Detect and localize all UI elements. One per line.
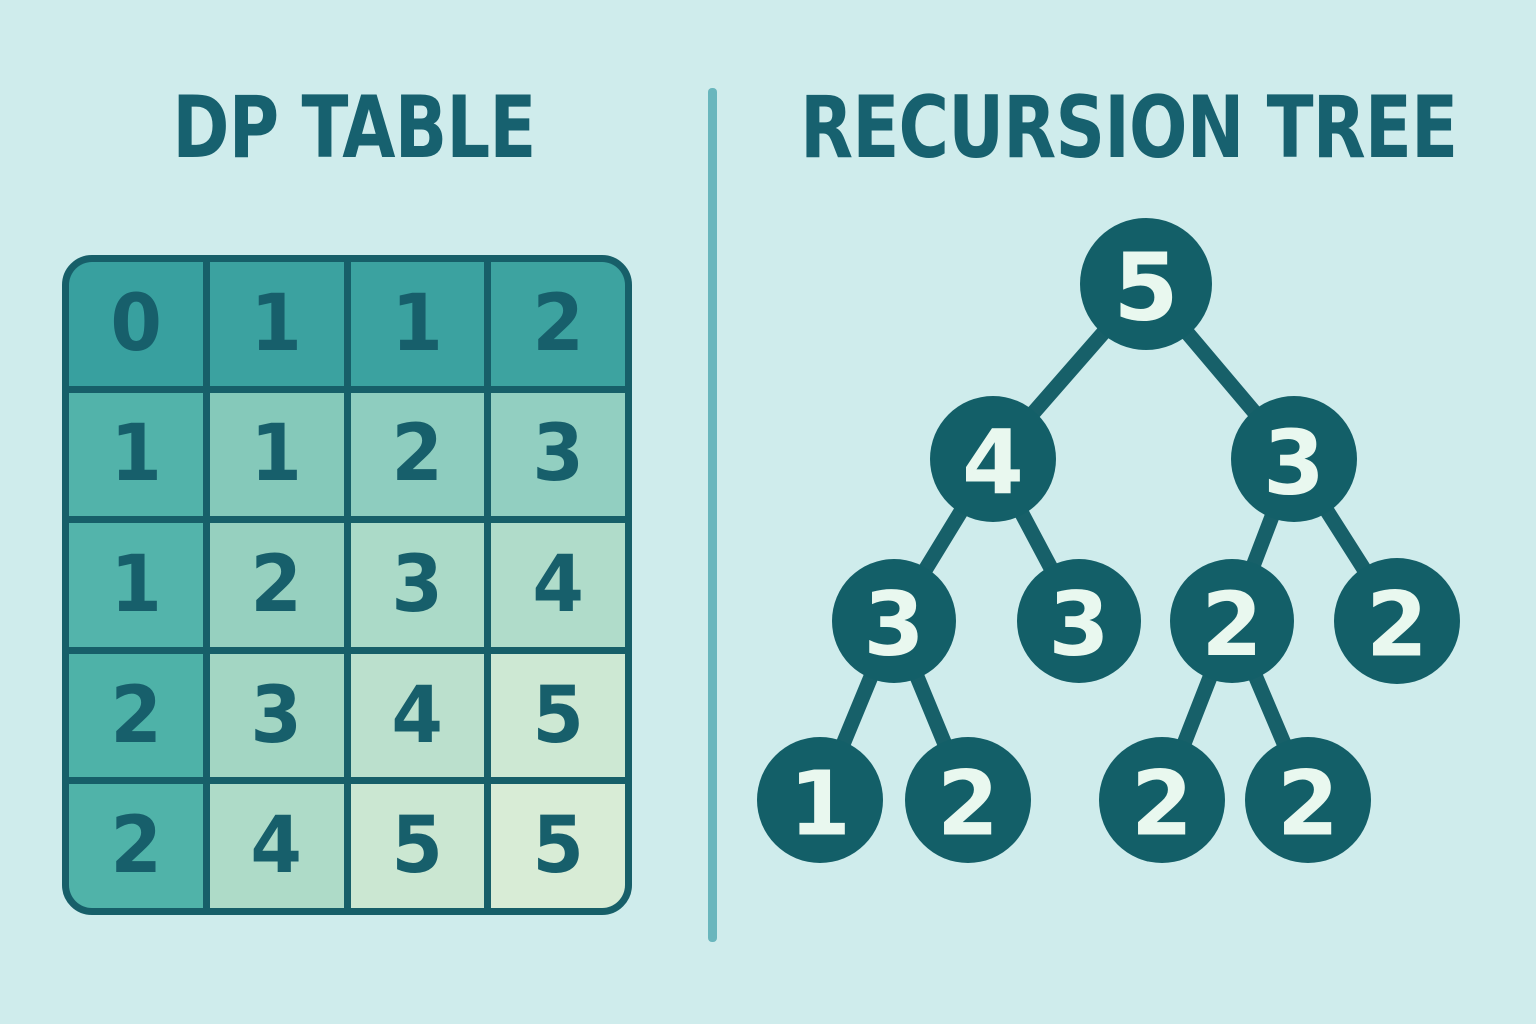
dp-table-title: DP TABLE — [0, 78, 708, 178]
dp-cell-r4-c2: 5 — [350, 784, 485, 908]
tree-node-label: 3 — [1048, 573, 1109, 676]
dp-cell-r4-c1: 4 — [209, 784, 344, 908]
tree-node-circle — [757, 737, 883, 863]
tree-node-n2e: 2 — [905, 737, 1031, 863]
dp-cell-value: 1 — [250, 409, 303, 500]
dp-cell-value: 1 — [391, 278, 444, 369]
dp-cell-value: 4 — [250, 801, 303, 892]
tree-node-n2g: 2 — [1245, 737, 1371, 863]
tree-node-n1: 1 — [757, 737, 883, 863]
tree-node-circle — [832, 559, 956, 683]
dp-cell-value: 4 — [391, 670, 444, 761]
dp-cell-value: 2 — [110, 801, 162, 892]
dp-cell-value: 3 — [532, 409, 584, 500]
dp-cell-r2-c2: 3 — [350, 523, 485, 647]
tree-node-n5: 5 — [1080, 218, 1212, 350]
tree-node-circle — [930, 396, 1056, 522]
tree-node-label: 2 — [1131, 752, 1193, 856]
dp-cell-value: 2 — [110, 670, 162, 761]
tree-node-circle — [1245, 737, 1371, 863]
tree-node-label: 5 — [1113, 233, 1178, 342]
dp-cell-r2-c0: 1 — [69, 523, 203, 647]
tree-node-circle — [1231, 396, 1357, 522]
tree-node-n2f: 2 — [1099, 737, 1225, 863]
dp-cell-r3-c0: 2 — [69, 653, 203, 778]
dp-cell-value: 4 — [532, 539, 584, 630]
dp-cell-value: 1 — [110, 539, 162, 630]
tree-node-label: 2 — [1277, 752, 1339, 856]
dp-cell-value: 2 — [250, 539, 303, 630]
tree-node-n3b: 3 — [1017, 559, 1141, 683]
dp-cell-r1-c3: 3 — [491, 392, 625, 517]
dp-cell-r0-c1: 1 — [209, 262, 344, 386]
tree-node-label: 2 — [1201, 573, 1262, 676]
recursion-tree-title-text: RECURSION TREE — [800, 78, 1458, 178]
tree-node-label: 3 — [1263, 411, 1325, 515]
dp-cell-r4-c0: 2 — [69, 784, 203, 908]
dp-cell-r1-c0: 1 — [69, 392, 203, 517]
tree-node-circle — [905, 737, 1031, 863]
dp-cell-value: 1 — [110, 409, 162, 500]
tree-node-label: 3 — [863, 573, 924, 676]
dp-cell-value: 0 — [110, 278, 162, 369]
dp-cell-r3-c3: 5 — [491, 653, 625, 778]
tree-node-n4: 4 — [930, 396, 1056, 522]
dp-cell-value: 5 — [391, 801, 444, 892]
tree-node-n2c: 2 — [1170, 559, 1294, 683]
tree-node-n3a: 3 — [832, 559, 956, 683]
tree-node-circle — [1170, 559, 1294, 683]
tree-node-circle — [1099, 737, 1225, 863]
panel-divider — [708, 88, 717, 942]
dp-cell-r3-c2: 4 — [350, 653, 485, 778]
tree-node-n3r: 3 — [1231, 396, 1357, 522]
dp-cell-r3-c1: 3 — [209, 653, 344, 778]
dp-cell-r1-c2: 2 — [350, 392, 485, 517]
dp-table-title-text: DP TABLE — [172, 78, 536, 178]
tree-node-label: 2 — [1366, 573, 1428, 677]
dp-cell-value: 1 — [250, 278, 303, 369]
recursion-tree-title: RECURSION TREE — [718, 78, 1536, 178]
dp-cell-r0-c3: 2 — [491, 262, 625, 386]
dp-cell-value: 5 — [532, 801, 584, 892]
dp-cell-r1-c1: 1 — [209, 392, 344, 517]
tree-node-label: 2 — [937, 752, 999, 856]
dp-cell-value: 2 — [391, 409, 444, 500]
dp-cell-r2-c3: 4 — [491, 523, 625, 647]
tree-node-label: 1 — [789, 752, 851, 856]
dp-cell-r2-c1: 2 — [209, 523, 344, 647]
tree-node-n2d: 2 — [1334, 558, 1460, 684]
dp-cell-r0-c2: 1 — [350, 262, 485, 386]
dp-cell-value: 2 — [532, 278, 584, 369]
dp-cell-r0-c0: 0 — [69, 262, 203, 386]
tree-node-circle — [1334, 558, 1460, 684]
dp-cell-value: 3 — [250, 670, 303, 761]
dp-cell-r4-c3: 5 — [491, 784, 625, 908]
dp-cell-value: 3 — [391, 539, 444, 630]
tree-node-circle — [1080, 218, 1212, 350]
dp-cell-value: 5 — [532, 670, 584, 761]
tree-node-label: 4 — [962, 411, 1024, 515]
tree-node-circle — [1017, 559, 1141, 683]
